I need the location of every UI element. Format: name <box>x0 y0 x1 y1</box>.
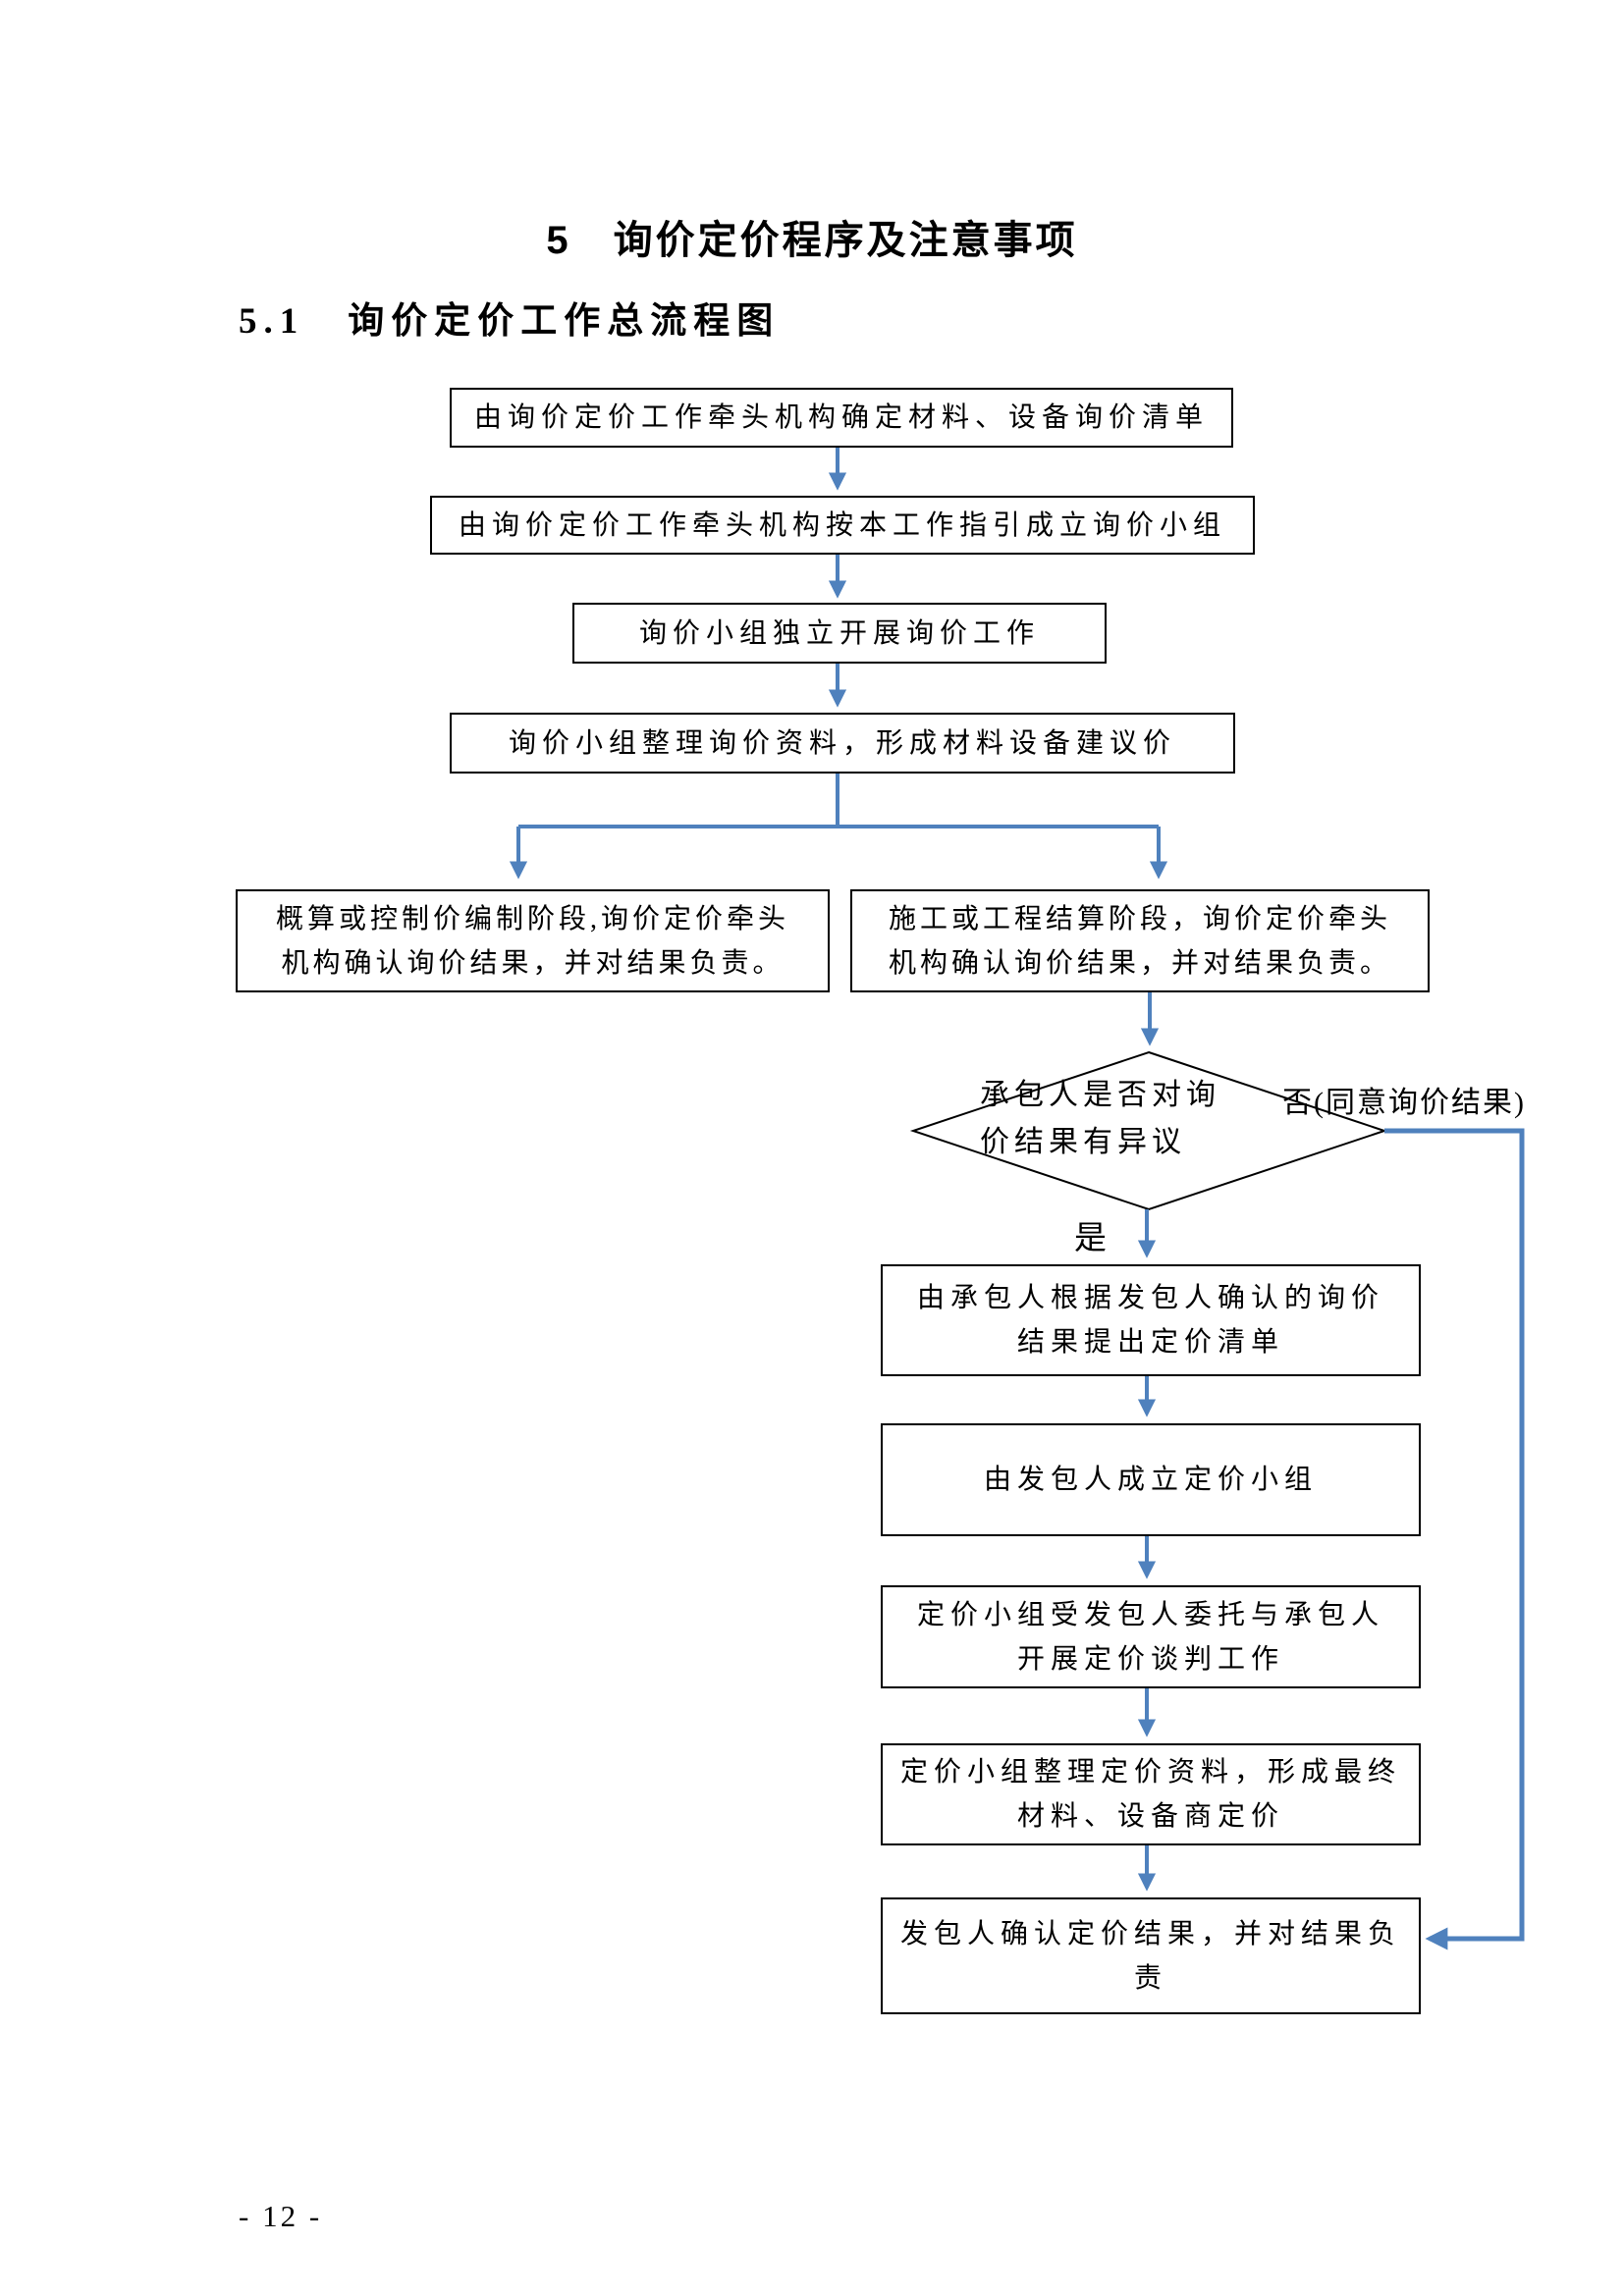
flow-box-text-line2: 材料、设备商定价 <box>1016 1801 1284 1832</box>
flow-box-construction-stage: 施工或工程结算阶段，询价定价牵头 机构确认询价结果，并对结果负责。 <box>850 889 1430 992</box>
page-title: 5 询价定价程序及注意事项 <box>546 219 1078 262</box>
flow-box-text: 由询价定价工作牵头机构确定材料、设备询价清单 <box>473 402 1209 433</box>
flow-box-employer-confirm-pricing: 发包人确认定价结果，并对结果负 责 <box>881 1897 1421 2014</box>
split-connector <box>518 770 1159 828</box>
flow-box-independent-inquiry: 询价小组独立开展询价工作 <box>572 603 1107 664</box>
flow-box-contractor-pricing-list: 由承包人根据发包人确认的询价 结果提出定价清单 <box>881 1264 1421 1376</box>
decision-text: 承包人是否对询 价结果有异议 <box>980 1072 1274 1166</box>
flow-box-text-line1: 发包人确认定价结果，并对结果负 <box>899 1918 1401 1949</box>
decision-text-line1: 承包人是否对询 <box>980 1079 1220 1111</box>
flow-box-text: 询价小组独立开展询价工作 <box>638 617 1040 649</box>
section-heading: 5.1 询价定价工作总流程图 <box>239 301 781 342</box>
branch-label-no: 否(同意询价结果) <box>1282 1087 1526 1119</box>
flow-box-text-line1: 定价小组整理定价资料，形成最终 <box>899 1757 1401 1788</box>
decision-text-line2: 价结果有异议 <box>980 1126 1186 1158</box>
flow-box-form-inquiry-team: 由询价定价工作牵头机构按本工作指引成立询价小组 <box>430 496 1255 555</box>
flow-box-compile-suggested-price: 询价小组整理询价资料，形成材料设备建议价 <box>450 713 1235 774</box>
page-number: - 12 - <box>239 2199 323 2233</box>
flow-box-text-line2: 开展定价谈判工作 <box>1016 1643 1284 1675</box>
flow-box-text: 由询价定价工作牵头机构按本工作指引成立询价小组 <box>458 509 1226 541</box>
branch-label-yes: 是 <box>1074 1221 1107 1256</box>
flow-box-text-line1: 概算或控制价编制阶段,询价定价牵头 <box>275 903 789 934</box>
flow-box-text: 询价小组整理询价资料，形成材料设备建议价 <box>508 727 1176 759</box>
flow-box-final-pricing-data: 定价小组整理定价资料，形成最终 材料、设备商定价 <box>881 1743 1421 1845</box>
flow-box-text-line2: 责 <box>1133 1962 1167 1994</box>
flow-box-text-line2: 结果提出定价清单 <box>1016 1327 1284 1358</box>
flow-box-text-line2: 机构确认询价结果，并对结果负责。 <box>888 947 1391 979</box>
flow-box-text-line2: 机构确认询价结果，并对结果负责。 <box>281 947 785 979</box>
flow-box-text: 由发包人成立定价小组 <box>983 1465 1318 1495</box>
flow-box-text-line1: 定价小组受发包人委托与承包人 <box>916 1599 1384 1630</box>
flow-box-text-line1: 由承包人根据发包人确认的询价 <box>916 1283 1384 1313</box>
flow-box-determine-inquiry-list: 由询价定价工作牵头机构确定材料、设备询价清单 <box>450 388 1233 448</box>
flow-box-estimate-stage: 概算或控制价编制阶段,询价定价牵头 机构确认询价结果，并对结果负责。 <box>236 889 830 992</box>
flow-box-pricing-negotiation: 定价小组受发包人委托与承包人 开展定价谈判工作 <box>881 1585 1421 1688</box>
flow-box-employer-pricing-team: 由发包人成立定价小组 <box>881 1423 1421 1536</box>
flow-box-text-line1: 施工或工程结算阶段，询价定价牵头 <box>888 903 1391 934</box>
